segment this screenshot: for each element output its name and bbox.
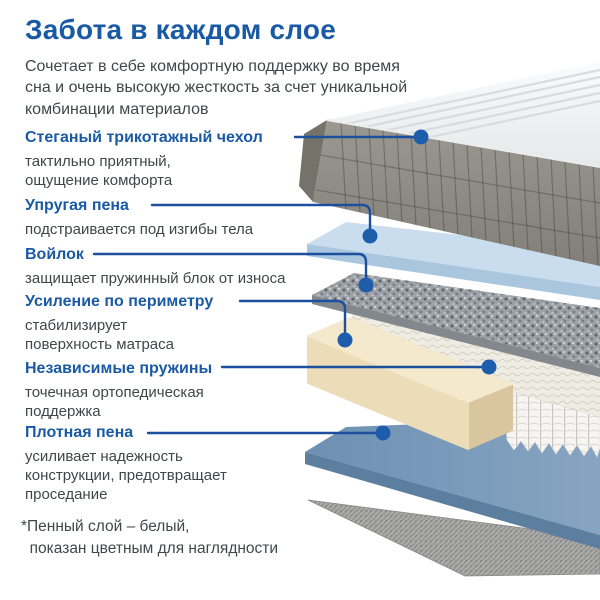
- elastic-foam-layer: [307, 222, 600, 300]
- quilted-cover: [299, 62, 600, 266]
- independent-springs: [502, 388, 600, 458]
- layer-label-springs: Независимые пружины точечная ортопедичес…: [25, 359, 290, 422]
- leader-line-perimeter: [238, 299, 347, 336]
- leader-dot-felt: [358, 277, 374, 293]
- layer-desc: защищает пружинный блок от износа: [25, 270, 286, 287]
- base-fabric-layer: [307, 499, 600, 577]
- felt-layer: [312, 273, 600, 377]
- layer-title: Войлок: [25, 246, 84, 263]
- page-title: Забота в каждом слое: [25, 14, 336, 45]
- leader-dot-dense-foam: [375, 425, 391, 441]
- subtitle: Сочетает в себе комфортную поддержку во …: [25, 58, 408, 118]
- leader-line-elastic-foam: [150, 203, 372, 232]
- leader-lines: [92, 135, 484, 435]
- leader-dot-cover: [413, 129, 429, 145]
- layer-label-dense-foam: Плотная пена усиливает надежность констр…: [25, 423, 290, 504]
- layer-title: Независимые пружины: [25, 360, 213, 377]
- layer-title: Плотная пена: [25, 424, 134, 441]
- layer-desc: подстраивается под изгибы тела: [25, 221, 254, 238]
- layer-label-quilted-cover: Стеганый трикотажный чехол тактильно при…: [25, 128, 290, 191]
- layer-title: Усиление по периметру: [25, 293, 214, 310]
- layer-desc: тактильно приятный, ощущение комфорта: [25, 153, 173, 189]
- perimeter-foam-block: [307, 317, 513, 450]
- leader-dot-elastic-foam: [362, 228, 378, 244]
- layer-title: Стеганый трикотажный чехол: [25, 129, 263, 146]
- layer-label-felt: Войлок защищает пружинный блок от износа: [25, 245, 290, 289]
- layer-desc: точечная ортопедическая поддержка: [25, 384, 204, 420]
- footnote: *Пенный слой – белый, показан цветным дл…: [21, 518, 279, 558]
- leader-dots: [337, 129, 497, 441]
- layer-label-elastic-foam: Упругая пена подстраивается под изгибы т…: [25, 196, 290, 240]
- leader-dot-perimeter: [337, 332, 353, 348]
- layer-label-perimeter: Усиление по периметру стабилизирует пове…: [25, 292, 290, 355]
- leader-line-felt: [92, 252, 368, 281]
- layer-desc: усиливает надежность конструкции, предот…: [25, 448, 227, 503]
- layer-desc: стабилизирует поверхность матраса: [25, 317, 174, 353]
- layer-title: Упругая пена: [25, 197, 129, 214]
- leader-dot-springs: [481, 359, 497, 375]
